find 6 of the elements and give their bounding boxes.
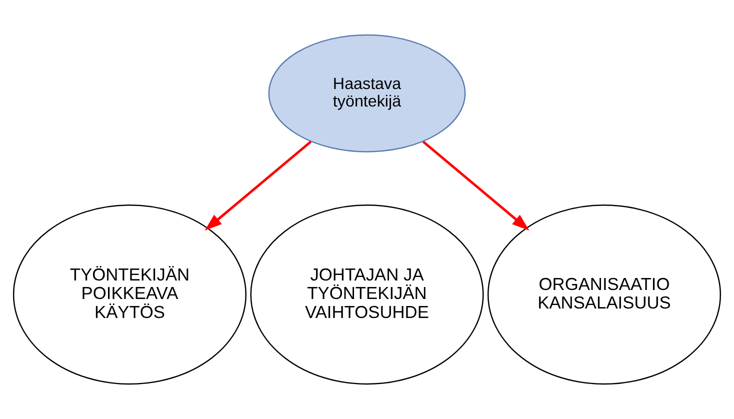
arrow (204, 140, 312, 231)
node-ellipse: TYÖNTEKIJÄN POIKKEAVA KÄYTÖS (12, 204, 246, 385)
arrow (422, 140, 530, 231)
node-ellipse: ORGANISAATIO KANSALAISUUS (488, 204, 722, 385)
node-ellipse: JOHTAJAN JA TYÖNTEKIJÄN VAIHTOSUHDE (250, 204, 484, 385)
node-ellipse: Haastava työntekijä (268, 34, 466, 152)
